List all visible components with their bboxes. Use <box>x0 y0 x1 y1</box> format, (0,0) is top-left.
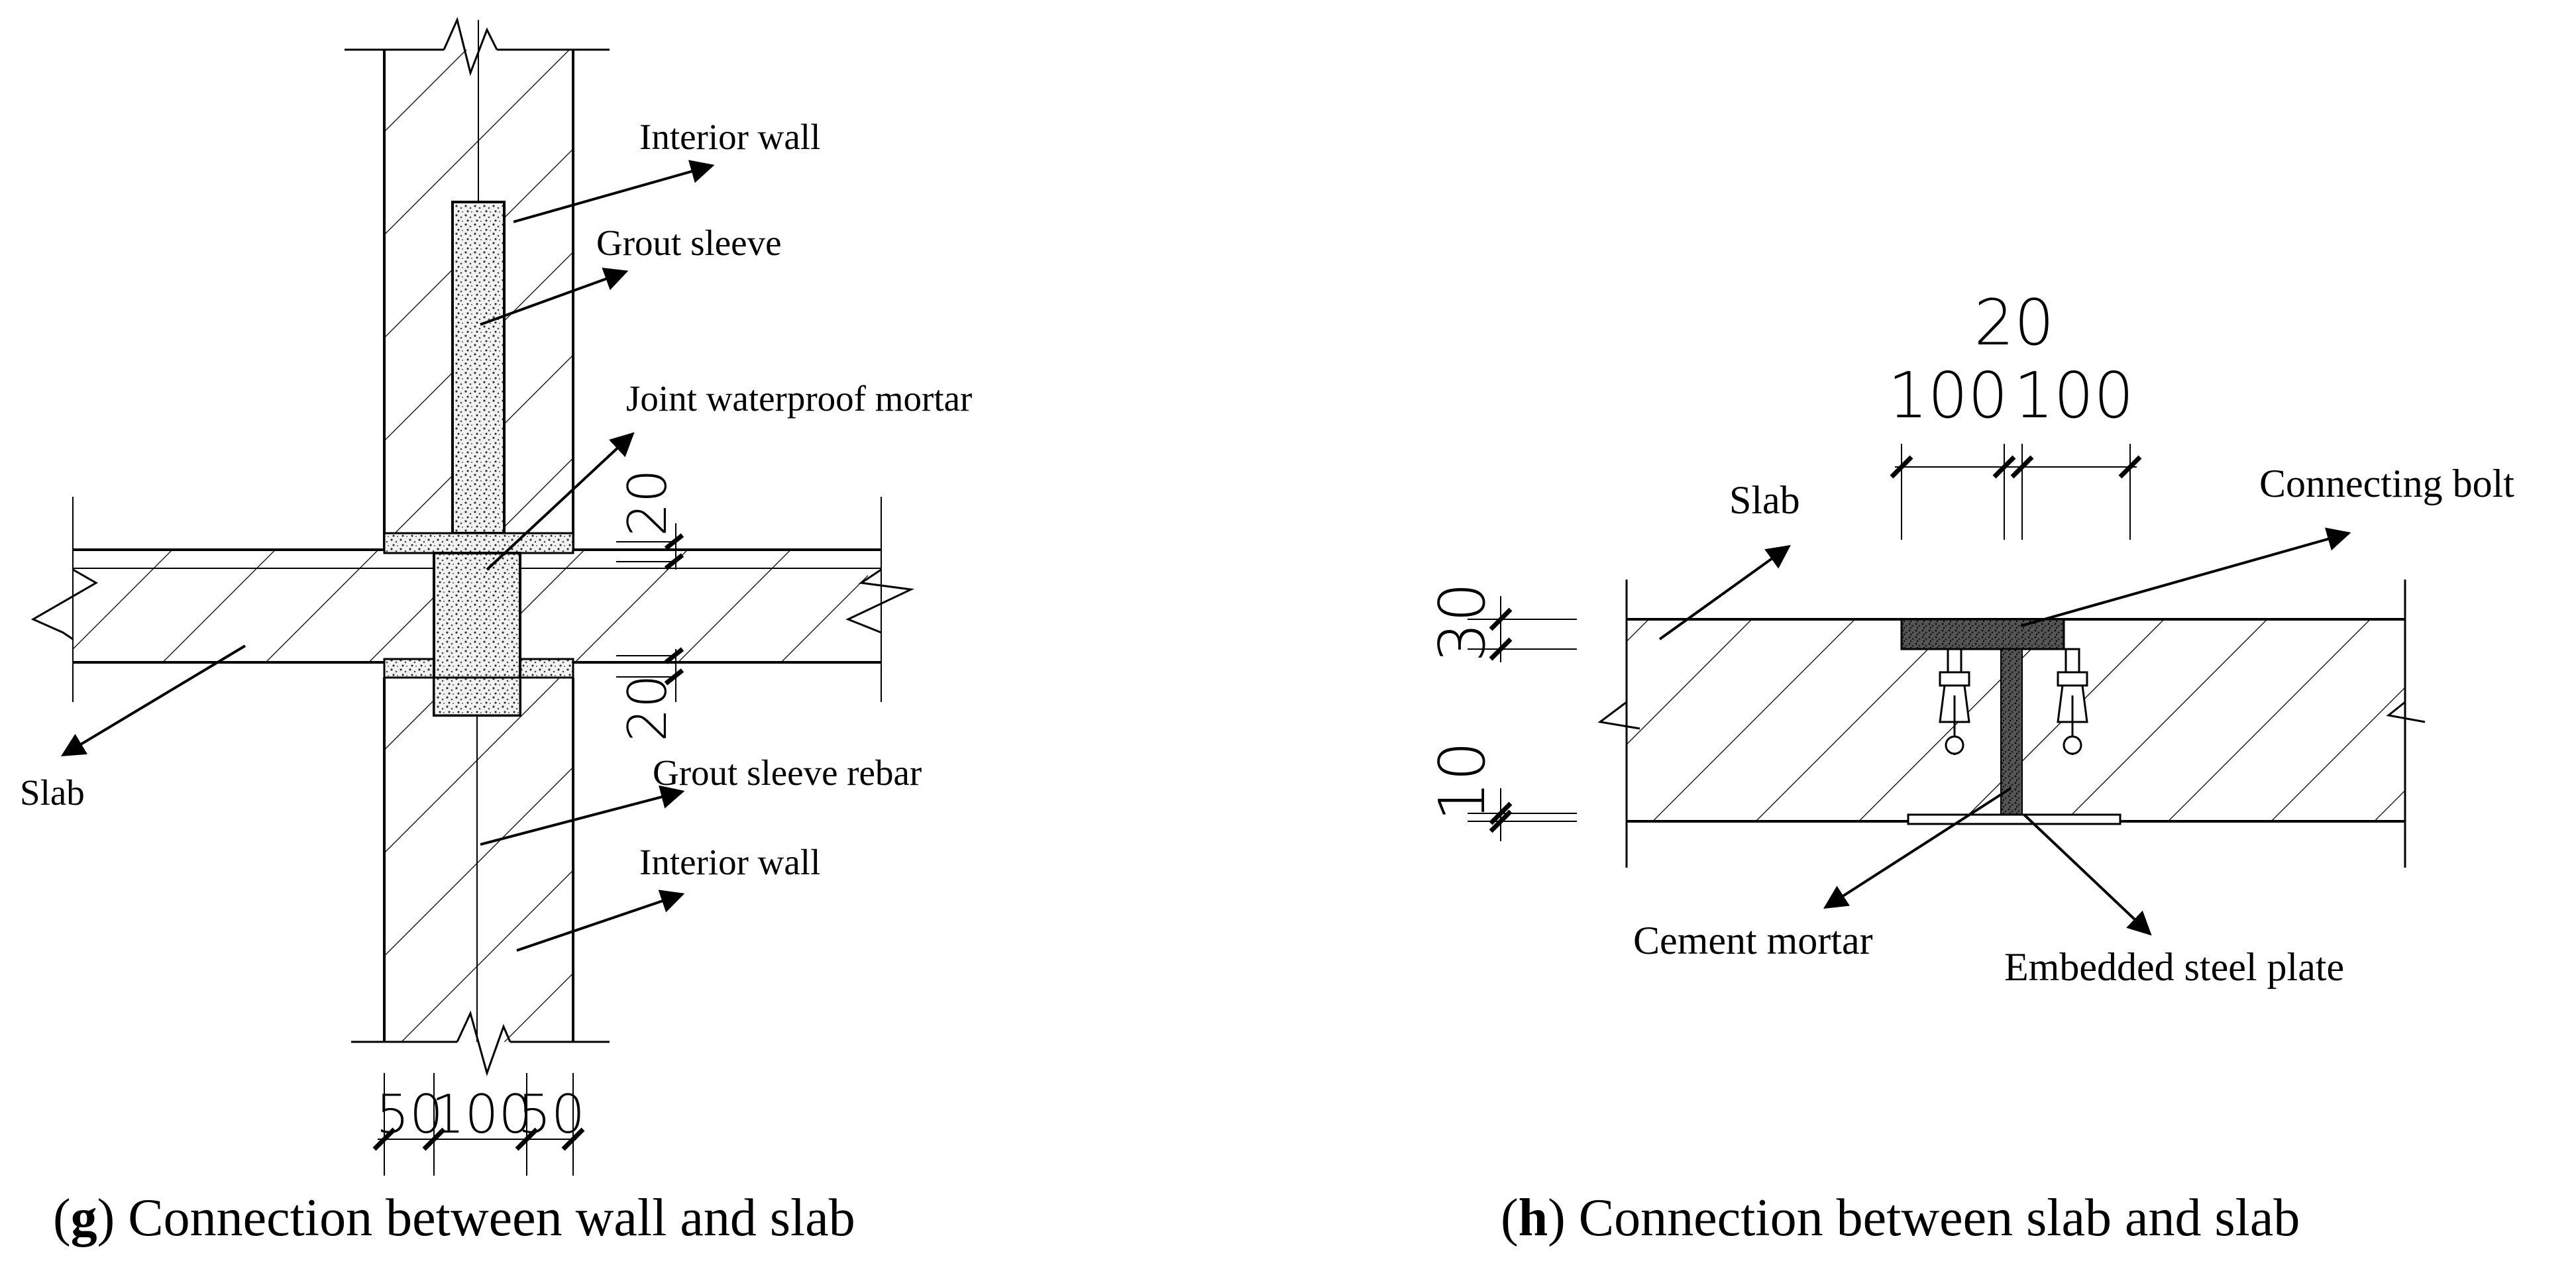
grout-sleeve-upper <box>451 201 506 535</box>
label-grout-sleeve: Grout sleeve <box>596 223 782 263</box>
dimension-slab-gaps <box>616 523 684 702</box>
panel-g: 20 20 50 100 50 Interior wall Grout slee… <box>20 17 972 1247</box>
label-interior-wall-top: Interior wall <box>639 117 820 157</box>
leader-interior-wall-bottom <box>516 890 685 952</box>
leader-grout-rebar <box>480 785 685 846</box>
dimension-bottom-left: 50 <box>376 1084 443 1145</box>
cement-mortar-pad <box>1900 618 2065 650</box>
label-interior-wall-bottom: Interior wall <box>639 842 820 882</box>
dimension-top-left: 100 <box>1888 360 2008 433</box>
dimension-top-right: 100 <box>2013 360 2133 433</box>
caption-h: (h) Connection between slab and slab <box>1501 1189 2300 1247</box>
label-embedded-steel-plate: Embedded steel plate <box>2004 945 2344 989</box>
dimension-left-h <box>1468 596 1577 841</box>
leader-embedded-steel-plate <box>2023 813 2152 936</box>
label-grout-sleeve-rebar: Grout sleeve rebar <box>653 752 922 793</box>
dimension-bottom-gap: 20 <box>617 674 678 742</box>
dimension-top-center: 20 <box>1974 287 2055 360</box>
leader-joint-mortar <box>486 432 635 571</box>
leader-interior-wall-top <box>513 160 715 223</box>
label-connecting-bolt: Connecting bolt <box>2259 462 2514 505</box>
label-slab-h: Slab <box>1729 478 1800 522</box>
dimension-bottom-right: 50 <box>517 1084 585 1145</box>
label-joint-waterproof-mortar: Joint waterproof mortar <box>626 378 972 419</box>
embedded-steel-plate <box>1907 813 2121 825</box>
central-steel-web <box>2000 648 2023 823</box>
bolt-right <box>2057 648 2088 755</box>
label-cement-mortar: Cement mortar <box>1633 919 1873 962</box>
leader-cement-mortar <box>1823 787 2012 909</box>
dimension-left-top: 30 <box>1426 582 1499 662</box>
dimension-bottom <box>372 1073 585 1176</box>
leader-connecting-bolt <box>2020 527 2351 627</box>
leader-grout-sleeve <box>480 268 629 326</box>
lower-interior-wall <box>351 676 610 1076</box>
dimension-bottom-mid: 100 <box>431 1084 533 1145</box>
dimension-top-gap: 20 <box>617 469 678 536</box>
leader-slab-h <box>1658 544 1791 640</box>
bolt-left <box>1939 648 1970 755</box>
dimension-top-h <box>1890 444 2142 540</box>
leader-slab-g <box>60 644 246 756</box>
caption-g: (g) Connection between wall and slab <box>53 1189 855 1247</box>
panel-h: 20 100 100 30 10 Slab Connecting bolt Ce… <box>1426 287 2514 1247</box>
dimension-left-bottom: 10 <box>1426 741 1499 821</box>
label-slab-g: Slab <box>20 772 85 813</box>
